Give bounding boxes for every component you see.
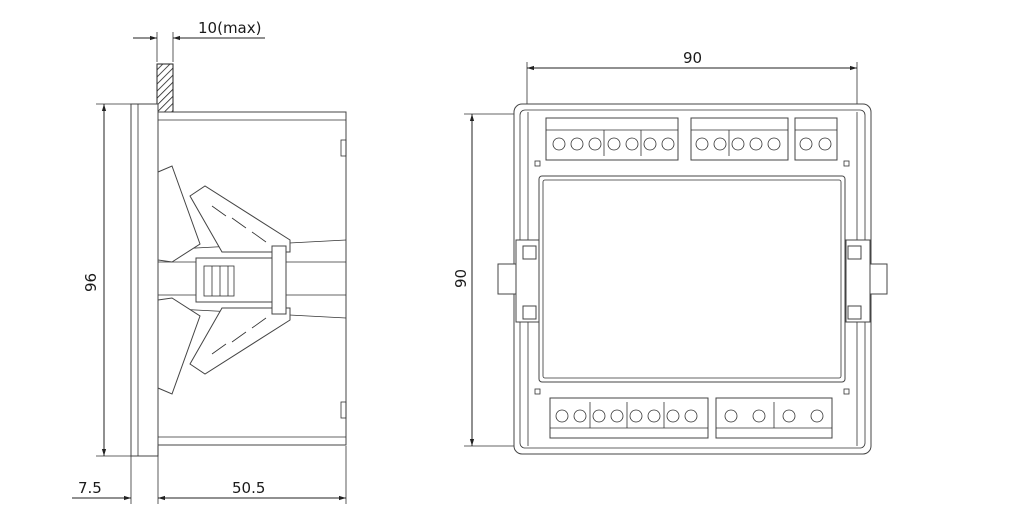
dim-bottom: 7.5 50.5 [72, 446, 347, 504]
rear-window [538, 175, 846, 383]
bottom-terminals [549, 397, 833, 439]
dim-panel-thickness-label: 10(max) [198, 19, 261, 37]
dim-height-96-label: 96 [82, 273, 100, 292]
dim-height-96: 96 [82, 103, 131, 457]
front-bezel [130, 103, 159, 457]
dim-width-90-label: 90 [683, 49, 702, 67]
dim-height-90-label: 90 [452, 269, 470, 288]
dim-front-depth-label: 7.5 [78, 479, 102, 497]
dim-body-depth-label: 50.5 [232, 479, 265, 497]
dim-panel-thickness: 10(max) [133, 19, 265, 62]
side-view: 10(max) [72, 19, 347, 504]
top-terminals [545, 117, 838, 161]
rear-view: 90 90 [452, 49, 888, 455]
dim-height-90: 90 [452, 113, 516, 447]
panel-section [156, 63, 174, 113]
dim-width-90: 90 [526, 49, 858, 106]
mounting-clamp [157, 165, 291, 395]
